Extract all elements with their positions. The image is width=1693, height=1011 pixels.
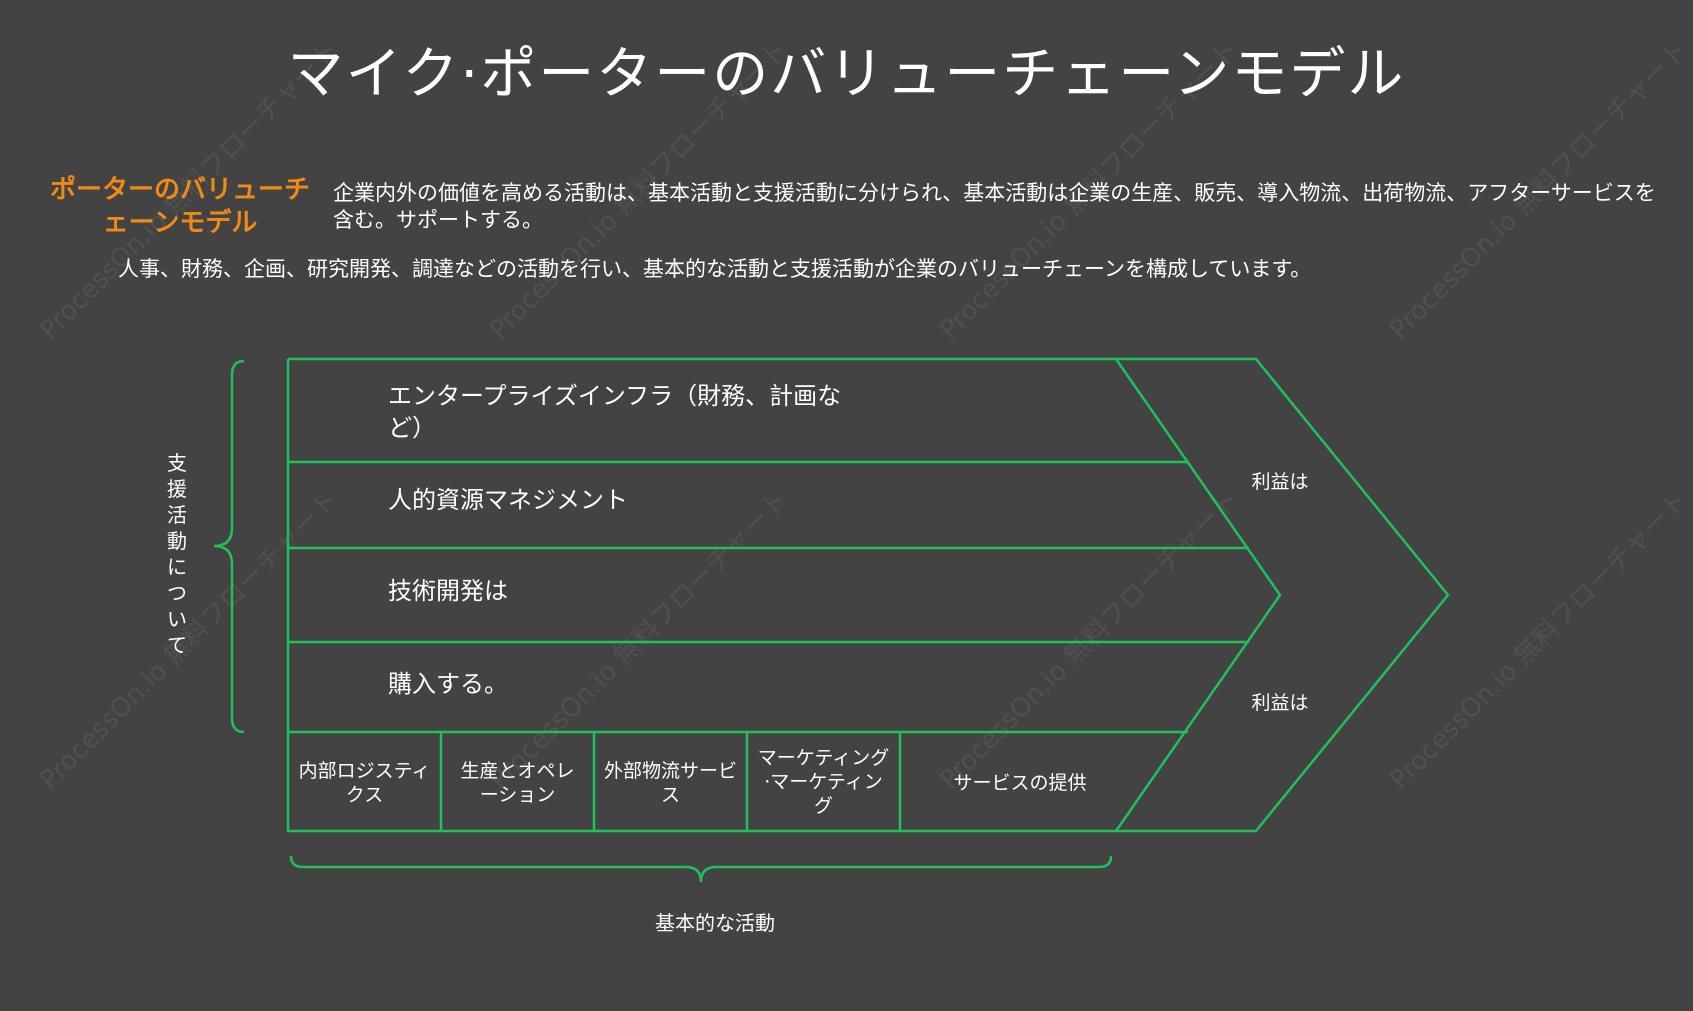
primary-cell-outbound-logistics: 外部物流サービス	[604, 760, 738, 806]
primary-cell-operations: 生産とオペレーション	[460, 760, 575, 806]
support-row-hr: 人的資源マネジメント	[388, 486, 628, 514]
primary-brace	[289, 855, 1113, 883]
outer-chevron	[286, 357, 1450, 833]
support-row-technology: 技術開発は	[388, 577, 508, 605]
support-activities-label: 支援活動について	[167, 451, 189, 657]
inner-chevron	[1114, 358, 1282, 832]
page-title: マイク·ポーターのバリューチェーンモデル	[287, 42, 1406, 107]
support-row-procurement: 購入する。	[388, 670, 508, 698]
support-brace	[213, 359, 245, 734]
primary-cell-service: サービスの提供	[953, 772, 1087, 794]
primary-cell-inbound-logistics: 内部ロジスティクス	[298, 760, 431, 806]
primary-cell-marketing: マーケティング·マーケティング	[757, 747, 890, 817]
margin-label-bottom: 利益は	[1251, 692, 1309, 714]
support-row-infrastructure: エンタープライズインフラ（財務、計画など）	[388, 382, 842, 442]
intro-heading: ポーターのバリューチェーンモデル	[49, 175, 310, 238]
intro-text-line1: 企業内外の価値を高める活動は、基本活動と支援活動に分けられ、基本活動は企業の生産…	[333, 181, 1656, 232]
margin-label-top: 利益は	[1251, 471, 1309, 493]
intro-text-line2: 人事、財務、企画、研究開発、調達などの活動を行い、基本的な活動と支援活動が企業の…	[118, 257, 1312, 281]
primary-activities-label: 基本的な活動	[655, 911, 775, 935]
